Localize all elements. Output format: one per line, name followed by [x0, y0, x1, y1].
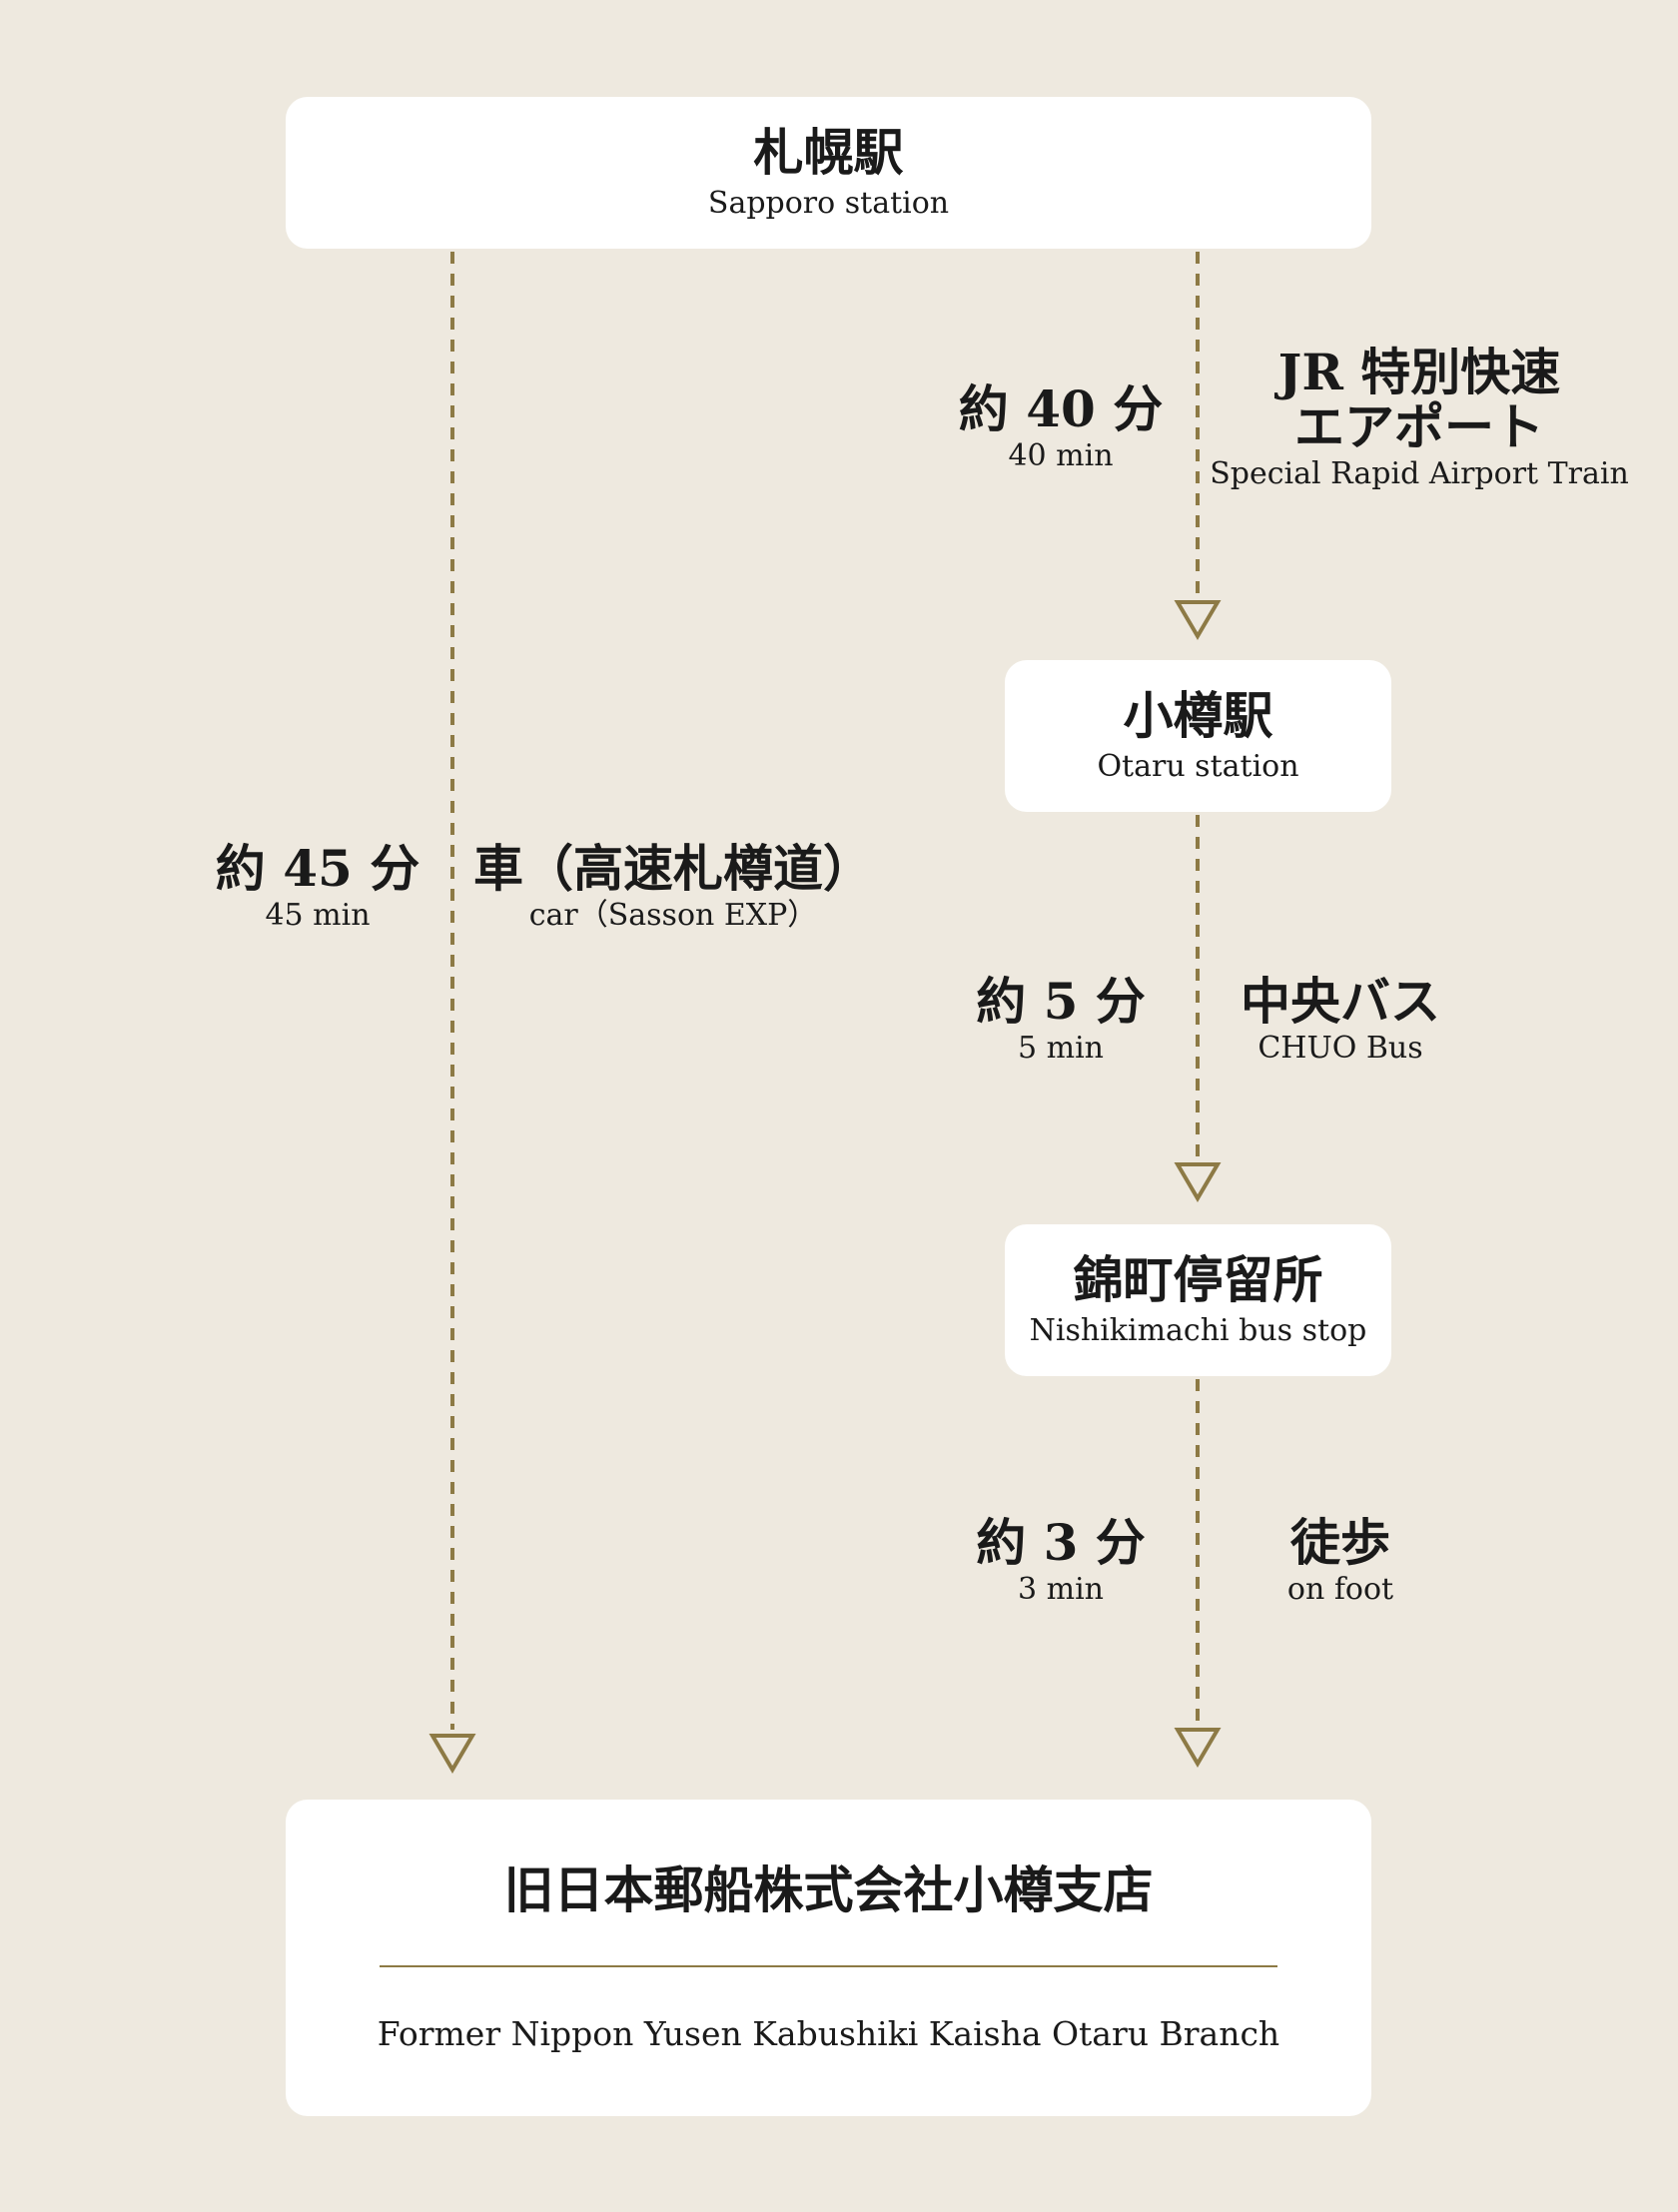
- train-time-label: 約 40 分 40 min: [959, 381, 1163, 474]
- stop-name-jp: 小樽駅: [1123, 686, 1273, 745]
- stop-name-jp: 札幌駅: [753, 123, 904, 182]
- stop-name-en: Sapporo station: [707, 186, 950, 221]
- destination-card: 旧日本郵船株式会社小樽支店 Former Nippon Yusen Kabush…: [286, 1800, 1371, 2116]
- stop-name-jp: 錦町停留所: [1073, 1250, 1323, 1309]
- stop-name-en: Nishikimachi bus stop: [1029, 1313, 1367, 1348]
- car-time-jp: 約 45 分: [215, 839, 420, 898]
- walk-time-label: 約 3 分 3 min: [976, 1515, 1146, 1608]
- stop-name-en: Otaru station: [1097, 749, 1299, 784]
- train-mode-jp-line1: JR 特別快速: [1277, 343, 1561, 401]
- bus-arrow-icon: [1174, 1162, 1222, 1202]
- walk-mode-jp: 徒歩: [1289, 1513, 1390, 1572]
- walk-time-en: 3 min: [1017, 1572, 1104, 1607]
- walk-arrow-icon: [1174, 1728, 1222, 1768]
- train-mode-jp-line2: エアポート: [1293, 397, 1544, 456]
- bus-mode-jp: 中央バス: [1241, 972, 1440, 1031]
- car-mode-en: car（Sasson EXP）: [528, 898, 818, 933]
- bus-time-label: 約 5 分 5 min: [976, 974, 1146, 1067]
- destination-divider: [380, 1965, 1277, 1967]
- destination-name-jp: 旧日本郵船株式会社小樽支店: [503, 1860, 1154, 1919]
- train-mode-label: JR 特別快速 エアポート Special Rapid Airport Trai…: [1210, 345, 1629, 492]
- car-time-en: 45 min: [265, 898, 371, 933]
- destination-name-en: Former Nippon Yusen Kabushiki Kaisha Ota…: [377, 2014, 1280, 2053]
- walk-mode-label: 徒歩 on foot: [1287, 1515, 1393, 1608]
- stop-card-sapporo: 札幌駅 Sapporo station: [286, 97, 1371, 249]
- train-arrow-icon: [1174, 600, 1222, 640]
- car-mode-jp: 車（高速札樽道）: [473, 839, 873, 898]
- car-time-label: 約 45 分 45 min: [216, 841, 420, 934]
- train-time-en: 40 min: [1008, 438, 1114, 473]
- walk-mode-en: on foot: [1286, 1572, 1394, 1607]
- bus-time-jp: 約 5 分: [976, 972, 1146, 1031]
- train-mode-en: Special Rapid Airport Train: [1210, 456, 1629, 491]
- car-mode-label: 車（高速札樽道） car（Sasson EXP）: [473, 841, 873, 934]
- walk-time-jp: 約 3 分: [976, 1513, 1146, 1572]
- bus-time-en: 5 min: [1017, 1031, 1104, 1066]
- train-time-jp: 約 40 分: [958, 379, 1164, 438]
- car-arrow-icon: [428, 1734, 476, 1774]
- bus-mode-label: 中央バス CHUO Bus: [1241, 974, 1440, 1067]
- bus-mode-en: CHUO Bus: [1258, 1031, 1423, 1066]
- stop-card-nishikimachi: 錦町停留所 Nishikimachi bus stop: [1005, 1224, 1391, 1376]
- stop-card-otaru: 小樽駅 Otaru station: [1005, 660, 1391, 812]
